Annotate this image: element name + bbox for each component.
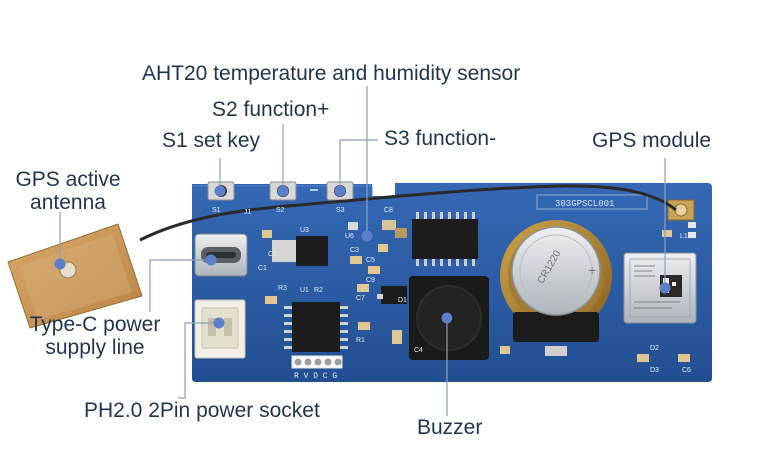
marker-dot-typec <box>205 254 217 266</box>
silk-ref-j1: J1 <box>244 209 252 216</box>
silk-ref-c2: C2 <box>268 251 277 258</box>
silk-ref-u1: U1 <box>300 287 309 294</box>
smd-components <box>262 220 690 362</box>
usb-c-port <box>194 233 248 277</box>
silk-ref-d1: D1 <box>398 297 407 304</box>
label-ph20-socket: PH2.0 2Pin power socket <box>84 399 320 422</box>
label-buzzer: Buzzer <box>417 416 483 439</box>
marker-dot-s1 <box>214 185 226 197</box>
silk-ref-r2: R2 <box>314 287 323 294</box>
marker-dot-antenna <box>54 258 66 270</box>
silk-ref-s1: S1 <box>212 207 221 214</box>
svg-text:+: + <box>588 262 596 278</box>
marker-dot-s3 <box>334 185 346 197</box>
label-s2-function-plus: S2 function+ <box>212 98 330 121</box>
silk-ref-c3: C3 <box>350 247 359 254</box>
silk-ref-u6: U6 <box>345 233 354 240</box>
antenna-connector <box>667 199 696 238</box>
gps-antenna <box>7 223 143 329</box>
label-gps-module: GPS module <box>592 129 712 152</box>
marker-dot-buzzer <box>441 312 453 324</box>
silk-ref-r3: R3 <box>278 285 287 292</box>
label-gps-antenna-line2: antenna <box>30 191 106 214</box>
silk-ref-c5: C5 <box>366 257 375 264</box>
marker-dot-s2 <box>277 185 289 197</box>
silk-ref-c9: C9 <box>366 277 375 284</box>
silk-ref-c6: C6 <box>682 367 691 374</box>
antenna-cable <box>139 184 677 242</box>
pin-header: R V D C G <box>291 355 343 381</box>
marker-dots <box>54 185 671 329</box>
silk-ref-l1: L1 <box>680 233 688 240</box>
label-typec-power: Type-C power supply line <box>10 313 180 359</box>
silk-ref-c1: C1 <box>258 265 267 272</box>
silk-ref-d2: D2 <box>650 345 659 352</box>
silk-ref-c4: C4 <box>414 347 423 354</box>
marker-dot-gps <box>659 282 671 294</box>
label-gps-antenna-line1: GPS active <box>15 168 121 191</box>
marker-dot-aht20 <box>361 230 373 242</box>
label-gps-active-antenna: GPS active antenna <box>8 168 128 214</box>
marker-dot-ph20 <box>213 317 225 329</box>
leader-lines <box>59 86 666 416</box>
silk-ref-u3: U3 <box>300 227 309 234</box>
silk-ref-s3: S3 <box>336 207 345 214</box>
silk-ref-c8: C8 <box>384 207 393 214</box>
coin-cell-holder: CR1220 + <box>500 220 612 356</box>
silk-ref-d3: D3 <box>650 367 659 374</box>
label-s1-set-key: S1 set key <box>162 129 261 152</box>
ph20-connector <box>194 299 246 359</box>
label-s3-function-minus: S3 function- <box>384 127 497 150</box>
silk-ref-c7: C7 <box>356 295 365 302</box>
gps-silk-id: 303GPSCL001 <box>555 199 614 209</box>
label-typec-line1: Type-C power <box>29 313 161 336</box>
silk-ref-s2: S2 <box>276 207 285 214</box>
pin-row-label: R V D C G <box>294 372 337 381</box>
label-aht20-sensor: AHT20 temperature and humidity sensor <box>142 62 521 85</box>
silk-ref-r1: R1 <box>356 337 365 344</box>
label-typec-line2: supply line <box>45 336 145 359</box>
ic-chips <box>272 212 478 352</box>
